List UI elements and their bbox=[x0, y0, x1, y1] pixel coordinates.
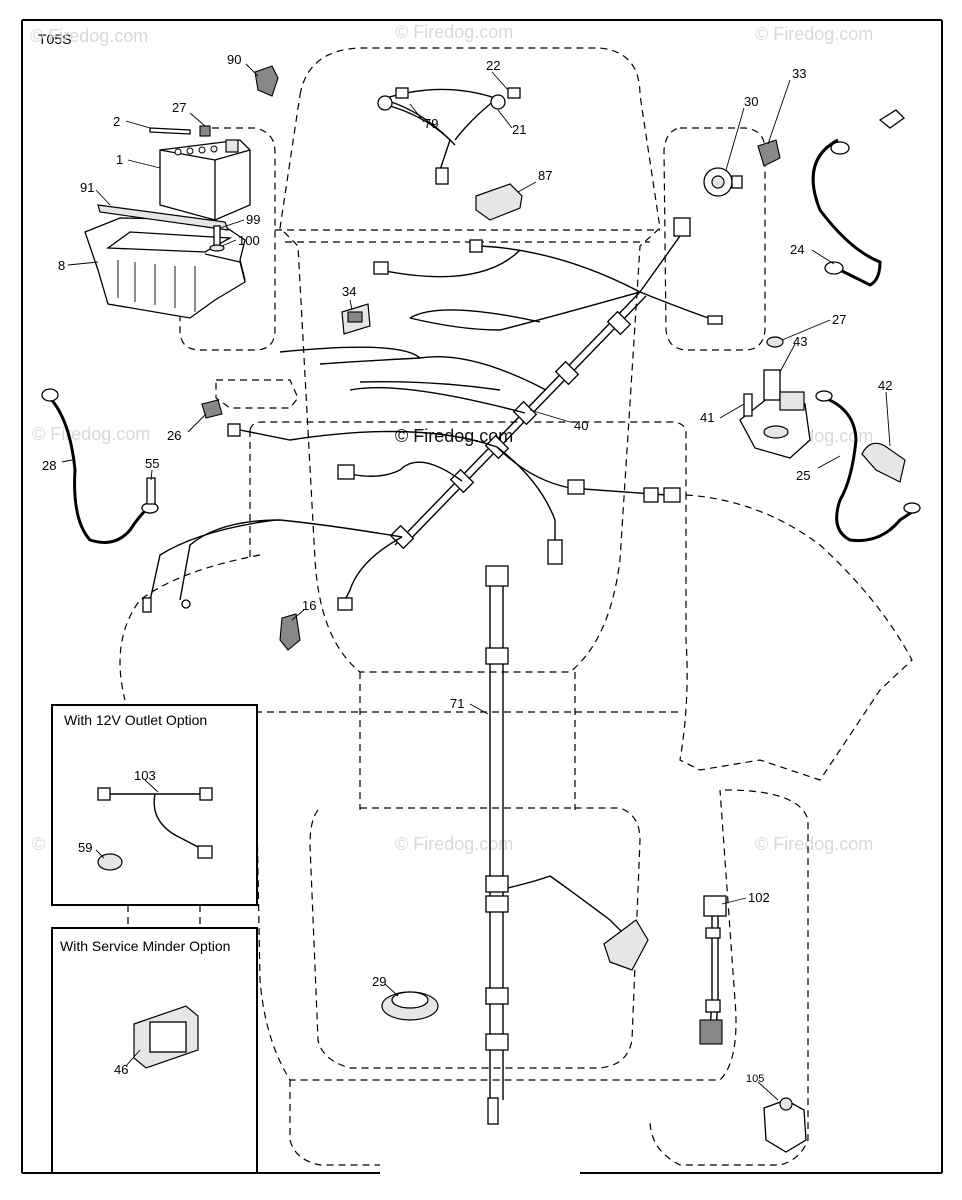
callout-103: 103 bbox=[134, 768, 156, 783]
inset-title: With Service Minder Option bbox=[60, 938, 230, 954]
callout-27: 27 bbox=[832, 312, 846, 327]
tray-washer bbox=[209, 244, 225, 252]
cable-25 bbox=[815, 390, 921, 543]
part-34-switch bbox=[341, 303, 371, 335]
callout-55: 55 bbox=[145, 456, 159, 471]
callout-27: 27 bbox=[172, 100, 186, 115]
terminal-boot-42 bbox=[861, 442, 906, 483]
watermark: © Firedog.com bbox=[755, 834, 873, 854]
callout-41: 41 bbox=[700, 410, 714, 425]
callout-91: 91 bbox=[80, 180, 94, 195]
starter-solenoid bbox=[739, 369, 811, 459]
watermark: © Firedog.com bbox=[755, 24, 873, 44]
callout-79: 79 bbox=[424, 116, 438, 131]
part-33-connector bbox=[757, 139, 781, 167]
callout-26: 26 bbox=[167, 428, 181, 443]
callout-71: 71 bbox=[450, 696, 464, 711]
callout-102: 102 bbox=[748, 890, 770, 905]
callout-8: 8 bbox=[58, 258, 65, 273]
callout-leaders bbox=[61, 63, 891, 1101]
cable-24 bbox=[811, 109, 906, 287]
watermark: © Firedog.com bbox=[32, 424, 150, 444]
callout-22: 22 bbox=[486, 58, 500, 73]
battery-group bbox=[84, 65, 279, 319]
part-102-harness bbox=[699, 895, 727, 1045]
inset-service-minder: With Service Minder Option bbox=[51, 927, 258, 1174]
part-29-horn bbox=[381, 991, 439, 1021]
bolt-55 bbox=[146, 477, 156, 505]
callout-25: 25 bbox=[796, 468, 810, 483]
callout-105: 105 bbox=[746, 1073, 764, 1085]
callout-46: 46 bbox=[114, 1062, 128, 1077]
callout-24: 24 bbox=[790, 242, 804, 257]
battery-nut bbox=[199, 125, 211, 137]
callout-numbers: 90 2 27 1 91 99 100 8 22 79 21 87 30 33 … bbox=[42, 52, 892, 1085]
part-26-fuse bbox=[201, 399, 223, 419]
nut-27 bbox=[766, 336, 784, 348]
solenoid-bolt-41 bbox=[743, 393, 753, 417]
inset-title: With 12V Outlet Option bbox=[64, 712, 207, 728]
cable-28 bbox=[41, 388, 159, 544]
ignition-switch bbox=[703, 167, 743, 197]
callout-29: 29 bbox=[372, 974, 386, 989]
watermark: © Firedog.com bbox=[395, 22, 513, 42]
battery-bolt bbox=[149, 127, 191, 135]
chassis-outline bbox=[119, 47, 913, 1166]
callout-100: 100 bbox=[238, 233, 260, 248]
part-90-connector bbox=[254, 65, 279, 97]
callout-59: 59 bbox=[78, 840, 92, 855]
callout-2: 2 bbox=[113, 114, 120, 129]
watermark: © Firedog.com bbox=[30, 26, 148, 46]
battery-hold-down bbox=[97, 204, 229, 231]
callout-28: 28 bbox=[42, 458, 56, 473]
battery-tray bbox=[84, 217, 246, 319]
part-87-switch bbox=[475, 183, 523, 221]
watermark: © Firedog.com bbox=[395, 834, 513, 854]
harness-71 bbox=[485, 565, 649, 1125]
callout-87: 87 bbox=[538, 168, 552, 183]
callout-16: 16 bbox=[302, 598, 316, 613]
diagram-code: T05S bbox=[38, 31, 71, 47]
callout-21: 21 bbox=[512, 122, 526, 137]
headlight-harness bbox=[377, 87, 521, 185]
callout-33: 33 bbox=[792, 66, 806, 81]
callout-40: 40 bbox=[574, 418, 588, 433]
tray-bolt bbox=[213, 225, 221, 247]
inset-12v-outlet: With 12V Outlet Option bbox=[51, 704, 258, 906]
callout-99: 99 bbox=[246, 212, 260, 227]
outlet-59 bbox=[97, 853, 123, 871]
callout-42: 42 bbox=[878, 378, 892, 393]
battery bbox=[159, 139, 251, 221]
main-harness bbox=[142, 217, 723, 613]
callout-90: 90 bbox=[227, 52, 241, 67]
callout-34: 34 bbox=[342, 284, 356, 299]
callout-30: 30 bbox=[744, 94, 758, 109]
part-105-switch bbox=[763, 1097, 807, 1153]
part-16-relay bbox=[279, 613, 301, 651]
callout-43: 43 bbox=[793, 334, 807, 349]
callout-1: 1 bbox=[116, 152, 123, 167]
